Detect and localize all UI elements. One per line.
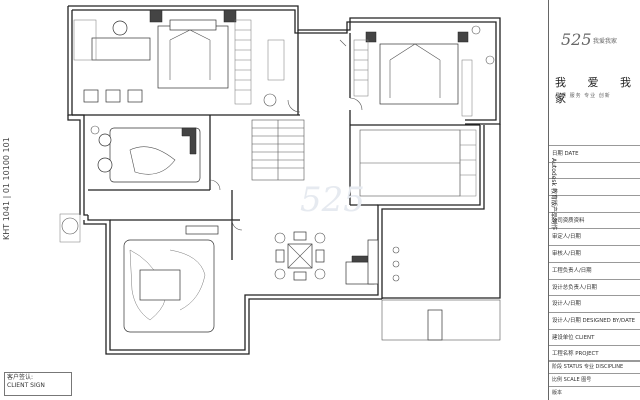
tb-row — [549, 178, 640, 195]
staircase — [251, 119, 305, 181]
client-sign-box: 客户签认: CLIENT SIGN — [4, 372, 72, 396]
autodesk-side-text: Autodesk 教育版产品制作 — [550, 158, 557, 230]
title-block-rows: 日期 DATE 公司资质资料 审定人/日期 审核人/日期 工程负责人/日期 设计… — [549, 145, 640, 362]
tb-footer-row: 比例 SCALE 图号 — [549, 373, 640, 386]
watermark-logo: 525 — [300, 180, 365, 220]
floor-plan-drawing — [59, 5, 501, 355]
study-room — [90, 125, 201, 183]
tb-row: 设计人/日期 — [549, 295, 640, 312]
tb-row: 工程名称 PROJECT — [549, 345, 640, 362]
wardrobe — [359, 129, 477, 197]
tb-footer-row: 阶段 STATUS 专业 DISCIPLINE — [549, 360, 640, 373]
tb-footer-row: 版本 — [549, 386, 640, 399]
tb-row — [549, 161, 640, 179]
company-name: 我 爱 我 家 — [555, 76, 640, 105]
kitchen-bar — [345, 239, 501, 341]
tb-row: 设计人/日期 DESIGNED BY/DATE — [549, 311, 640, 329]
tb-row: 审核人/日期 — [549, 245, 640, 262]
tb-row: 建设单位 CLIENT — [549, 328, 640, 346]
dining-area — [274, 231, 326, 281]
client-sign-label: 客户签认: — [7, 374, 34, 381]
tb-row: 工程负责人/日期 — [549, 261, 640, 279]
bedroom-2 — [349, 25, 495, 117]
doors — [209, 39, 347, 231]
bedroom-1 — [73, 9, 285, 107]
tb-row: 审定人/日期 — [549, 228, 640, 245]
title-block-footer: 阶段 STATUS 专业 DISCIPLINE 比例 SCALE 图号 版本 — [549, 360, 640, 399]
tb-row: 公司资质资料 — [549, 211, 640, 229]
tb-row: 设计总负责人/日期 — [549, 278, 640, 296]
interior-walls — [72, 30, 480, 260]
living-room — [59, 213, 219, 333]
logo-subtext: 我爱我家 — [593, 38, 618, 45]
company-logo: 525 我爱我家 — [561, 28, 633, 68]
left-margin-text: KHT 1041 | 01 10100 101 — [2, 137, 11, 240]
tb-row: 日期 DATE — [549, 145, 640, 162]
tb-row — [549, 195, 640, 212]
exterior-walls — [67, 5, 501, 355]
title-block: 525 我爱我家 我 爱 我 家 品质 服务 专业 创新 日期 DATE 公司资… — [548, 0, 640, 400]
logo-number: 525 — [561, 30, 592, 49]
client-sign-value: CLIENT SIGN — [7, 382, 45, 389]
company-tags: 品质 服务 专业 创新 — [555, 93, 611, 99]
